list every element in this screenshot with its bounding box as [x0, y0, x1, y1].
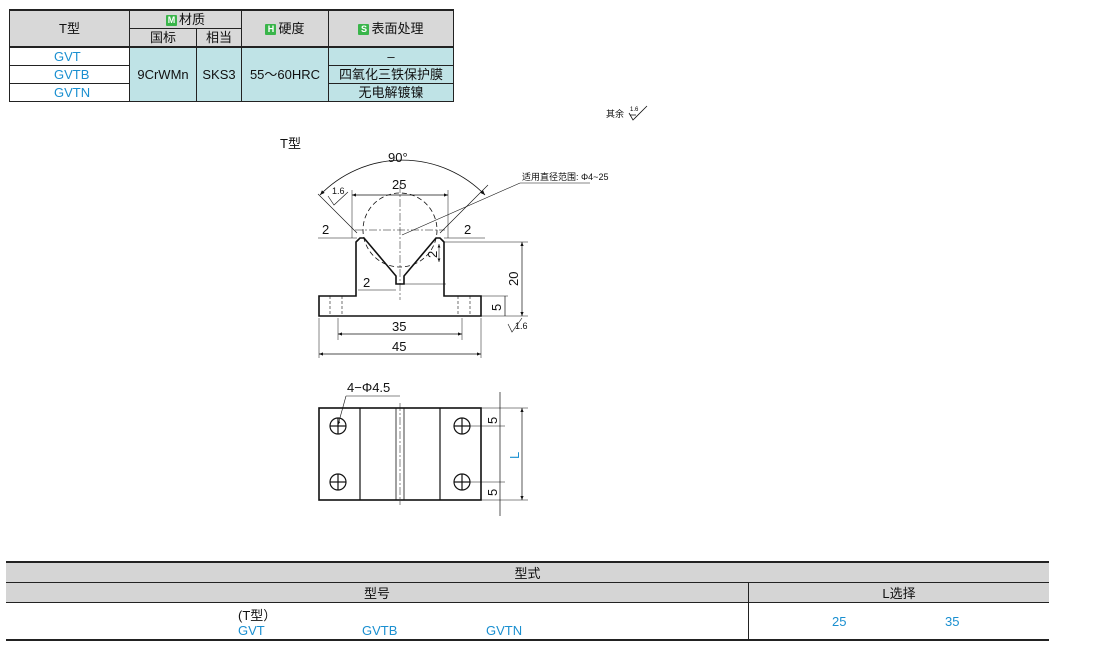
model-cell: (T型） GVT GVTB GVTN	[6, 602, 749, 641]
hardness-value: 55～60HRC	[241, 46, 329, 102]
dim-chamfer-left: 2	[322, 222, 329, 237]
material-eq-header: 相当	[196, 28, 242, 48]
dim-slot-bottom: 2	[363, 275, 370, 290]
l-option-35[interactable]: 35	[945, 614, 960, 629]
l-option-25[interactable]: 25	[832, 614, 847, 629]
svg-text:1.6: 1.6	[332, 186, 345, 196]
l-cell: 25 35	[748, 602, 1049, 641]
dim-length: L	[507, 452, 522, 459]
svg-text:1.6: 1.6	[630, 107, 639, 113]
model-link-gvtn[interactable]: GVTN	[486, 623, 523, 638]
model-table: 型式 型号 L选择 (T型） GVT GVTB GVTN 25 35	[6, 561, 1049, 641]
model-gvtb: GVTB	[9, 65, 130, 84]
model-gvtn: GVTN	[9, 83, 130, 102]
model-table-header: 型式	[6, 561, 1049, 583]
dim-hole-top: 5	[485, 417, 500, 424]
v-roughness-icon: 1.6	[327, 186, 349, 206]
svg-text:1.6: 1.6	[515, 321, 528, 331]
model-gvt: GVT	[9, 46, 130, 66]
angle-label: 90°	[388, 150, 408, 165]
roughness-icon: 1.6	[628, 105, 647, 121]
surface-badge-icon: S	[358, 24, 370, 35]
hardness-badge-icon: H	[265, 24, 277, 35]
model-link-gvt[interactable]: GVT	[238, 623, 265, 638]
range-leader	[401, 182, 521, 236]
technical-drawing: T型 90° 适用直径范围: Φ4~25 1.6 25 2 2 2 2 20 5	[280, 136, 608, 516]
dim-height: 20	[506, 272, 521, 286]
surface-value-gvtn: 无电解镀镍	[328, 83, 454, 102]
surface-value-gvt: –	[328, 46, 454, 66]
drawing-title: T型	[280, 136, 301, 151]
material-eq-value: SKS3	[196, 46, 242, 102]
material-badge-icon: M	[165, 15, 177, 26]
dim-slot-side: 2	[425, 251, 440, 258]
angle-arc	[319, 159, 486, 196]
surface-note: 其余 1.6	[606, 105, 649, 121]
front-view-outline	[318, 237, 482, 317]
holes-label: 4−Φ4.5	[347, 380, 390, 395]
dim-outer: 45	[392, 339, 406, 354]
model-column-header: 型号	[6, 582, 749, 603]
dim-hole-bottom: 5	[485, 489, 500, 496]
base-roughness-icon: 1.6	[507, 317, 528, 333]
type-header: T型	[9, 9, 130, 48]
l-column-header: L选择	[748, 582, 1049, 603]
applicable-range: 适用直径范围: Φ4~25	[522, 171, 608, 182]
dim-top-width: 25	[392, 177, 406, 192]
dim-chamfer-right: 2	[464, 222, 471, 237]
type-label: (T型）	[238, 608, 277, 623]
model-link-gvtb[interactable]: GVTB	[362, 623, 398, 638]
material-gb-value: 9CrWMn	[129, 46, 197, 102]
dim-base-height: 5	[489, 304, 504, 311]
dim-inner: 35	[392, 319, 406, 334]
